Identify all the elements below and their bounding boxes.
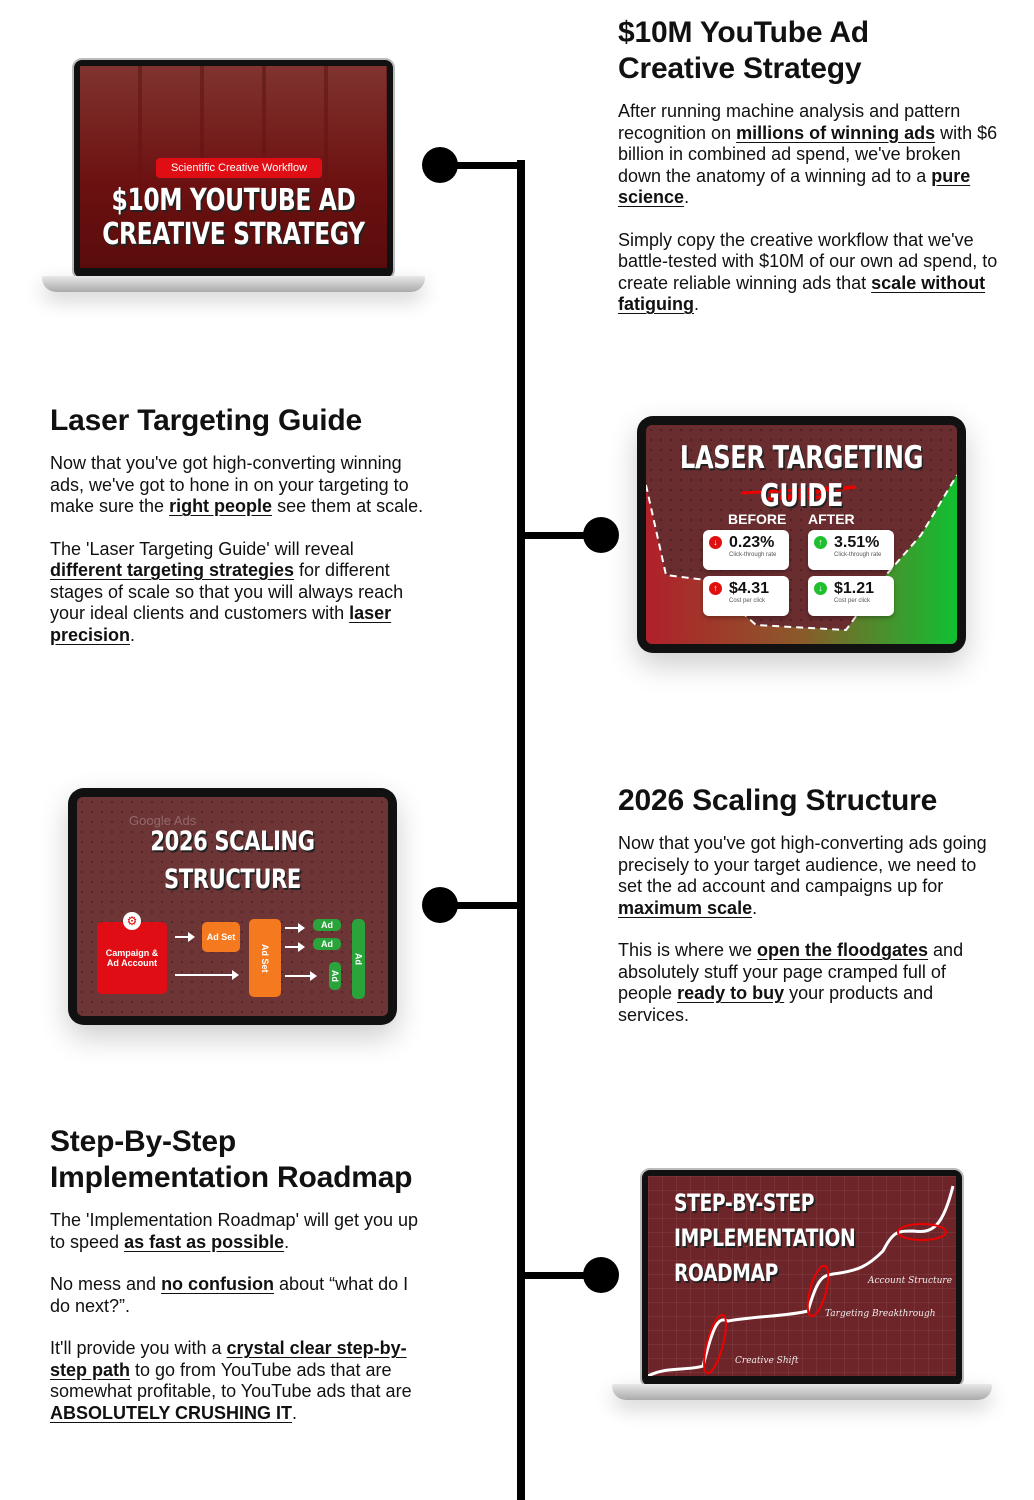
ad-box: Ad [313,919,341,931]
adset-box: Ad Set [202,922,240,952]
tablet-mockup-scaling-structure: Google Ads 2026 SCALING STRUCTURE Campai… [68,788,397,1025]
body-text: . [292,1402,298,1423]
emphasis-text: open the floodgates [757,940,929,960]
emphasis-text: no confusion [161,1274,275,1294]
stat-card: ↓0.23%Click-through rate [703,530,789,570]
body-text: and absolutely stuff your page cramped f… [618,940,964,1003]
milestone-label: Account Structure [868,1276,953,1286]
emphasis-text: ready to buy [677,983,785,1003]
emphasis-text: scale without fatiguing [618,272,986,315]
after-label: AFTER [808,511,855,527]
section-paragraph: Simply copy the creative workflow that w… [618,230,998,316]
section-paragraph: This is where we open the floodgates and… [618,940,998,1026]
image-title-line1: STEP-BY-STEP [674,1189,815,1217]
body-text: Simply copy the creative workflow that w… [618,229,998,293]
section-paragraph: Now that you've got high-converting winn… [50,453,430,518]
body-text: . [284,1231,290,1252]
emphasis-text: pure science [618,165,971,208]
body-text: It'll provide you with a [50,1338,227,1358]
timeline-connector [520,1272,600,1279]
emphasis-text: different targeting strategies [50,560,295,580]
body-text: Now that you've got high-converting ads … [618,833,987,896]
growth-path [648,1185,955,1376]
image-title-line1: 2026 SCALING [150,826,315,857]
body-text: . [684,187,690,207]
gear-icon: ⚙ [123,912,141,930]
emphasis-text: crystal clear step-by-step path [50,1338,407,1380]
body-text: The 'Implementation Roadmap' will get yo… [50,1210,419,1252]
ad-box: Ad [329,962,341,990]
ad-box: Ad [352,919,365,999]
adset-box: Ad Set [249,919,281,997]
image-title-line2: IMPLEMENTATION [674,1224,856,1252]
before-label: BEFORE [728,511,787,527]
body-text: This is where we [618,940,758,960]
timeline-line [517,160,525,1500]
ad-box: Ad [313,938,341,950]
image-badge: Scientific Creative Workflow [156,158,322,178]
body-text: Now that you've got high-converting winn… [50,453,409,516]
emphasis-text: millions of winning ads [736,122,936,143]
section-paragraph: No mess and no confusion about “what do … [50,1274,430,1317]
emphasis-text: ABSOLUTELY CRUSHING IT [50,1402,293,1423]
section-scaling-structure: 2026 Scaling Structure Now that you've g… [618,783,998,1026]
body-text: The 'Laser Targeting Guide' will reveal [50,538,354,559]
image-title-line2: STRUCTURE [164,864,301,895]
section-title: Laser Targeting Guide [50,404,362,437]
image-title: LASER TARGETING GUIDE [679,440,924,514]
body-text: about “what do I do next?”. [50,1274,409,1316]
image-title-line2: CREATIVE STRATEGY [102,217,365,252]
body-text: your products and services. [618,983,934,1025]
laptop-mockup-creative-strategy: Scientific Creative Workflow $10M YOUTUB… [42,58,425,298]
emphasis-text: laser precision [50,603,392,645]
tablet-mockup-laser-targeting: LASER TARGETING GUIDE BEFORE AFTER ↓0.23… [637,416,966,653]
section-paragraph: The 'Laser Targeting Guide' will reveal … [50,539,430,647]
body-text: After running machine analysis and patte… [618,101,961,143]
section-laser-targeting: Laser Targeting Guide Now that you've go… [50,403,430,646]
section-paragraph: It'll provide you with a crystal clear s… [50,1338,430,1424]
body-text: to go from YouTube ads that are somewhat… [50,1359,412,1402]
campaign-box: Campaign & Ad Account [97,922,167,994]
milestone-label: Creative Shift [735,1356,799,1366]
ghost-google-ads: Google Ads [129,813,197,828]
body-text: . [752,897,758,918]
timeline-connector [520,532,600,539]
section-title: 2026 Scaling Structure [618,784,938,817]
body-text: No mess and [50,1274,162,1294]
body-text: . [130,624,136,645]
timeline-connector [440,162,522,169]
section-paragraph: The 'Implementation Roadmap' will get yo… [50,1210,430,1253]
section-paragraph: After running machine analysis and patte… [618,101,998,209]
timeline-connector [440,902,522,909]
body-text: for different stages of scale so that yo… [50,560,404,623]
laptop-mockup-roadmap: STEP-BY-STEP IMPLEMENTATION ROADMAP Acco… [612,1168,992,1404]
emphasis-text: maximum scale [618,897,753,918]
body-text: with $6 billion in combined ad spend, we… [618,122,998,186]
emphasis-text: right people [169,496,273,516]
stat-card: ↑3.51%Click-through rate [808,530,894,570]
emphasis-text: as fast as possible [124,1231,285,1252]
body-text: . [693,294,699,314]
section-paragraph: Now that you've got high-converting ads … [618,833,998,919]
image-title-line1: $10M YOUTUBE AD [111,183,356,218]
milestone-label: Targeting Breakthrough [825,1309,936,1319]
image-title-line3: ROADMAP [674,1259,778,1287]
body-text: see them at scale. [272,496,424,516]
